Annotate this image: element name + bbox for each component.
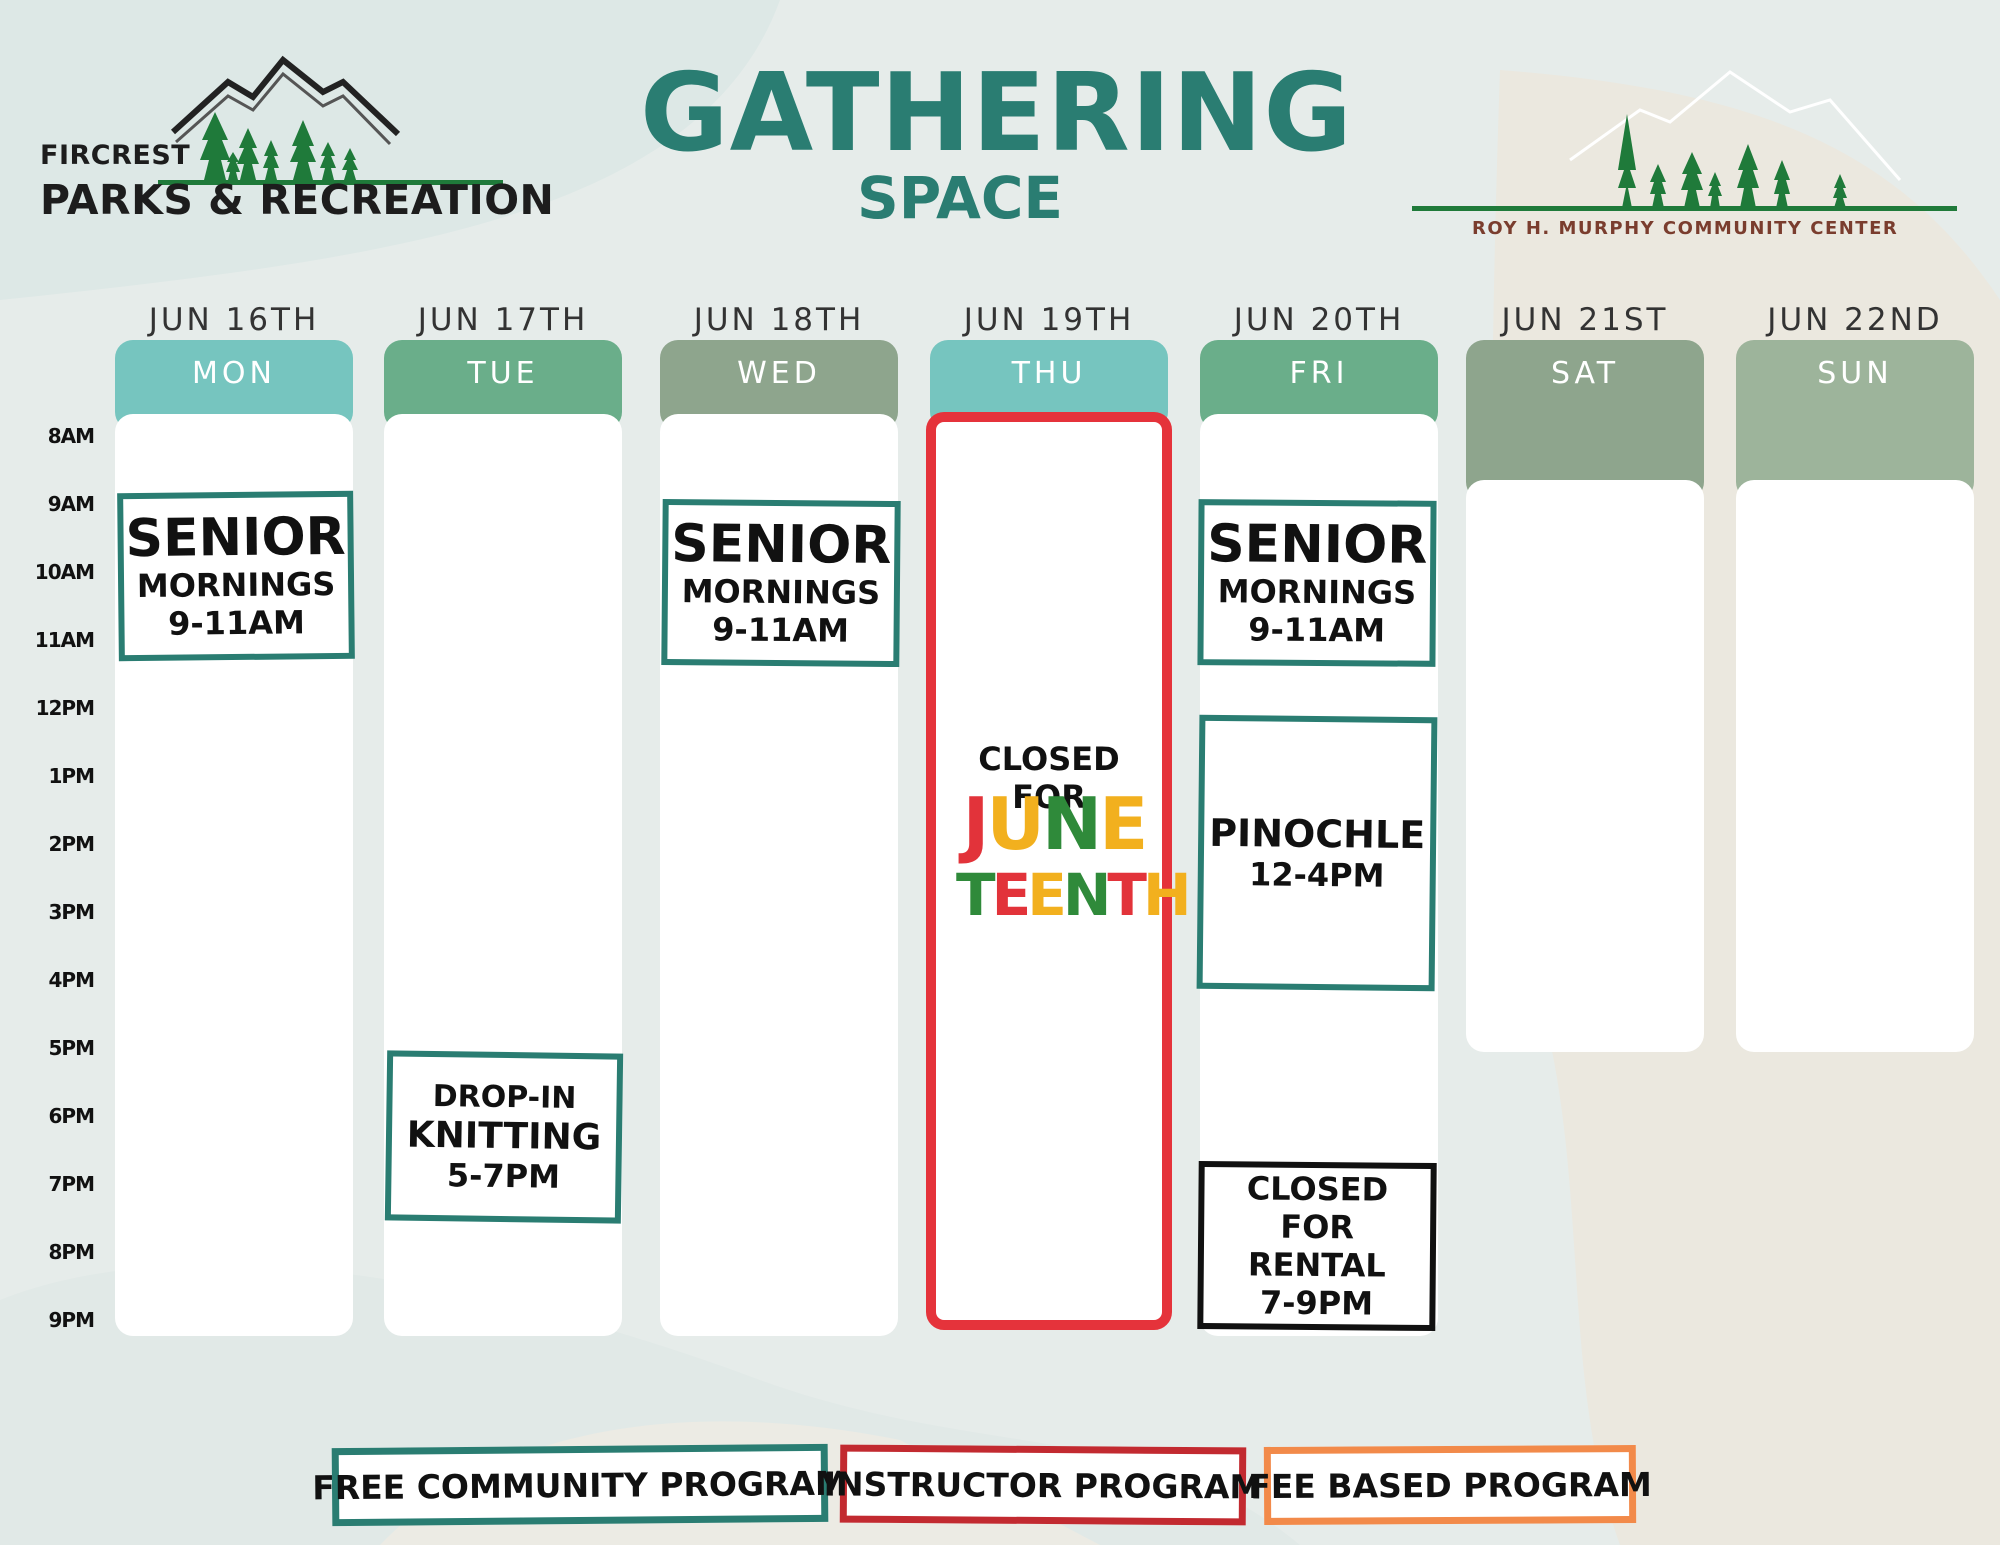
date-label-sat: JUN 21ST (1501, 302, 1669, 338)
time-label-1pm: 1PM (48, 764, 95, 788)
juneteenth-letter-e: E (1099, 782, 1148, 866)
event-time: 9-11AM (167, 603, 306, 643)
juneteenth-letter-t: T (1107, 861, 1147, 929)
juneteenth-letter-n: N (1041, 782, 1102, 866)
juneteenth-letter-j: J (962, 782, 990, 866)
mountain-trees-icon (158, 55, 503, 185)
event-time: 12-4PM (1248, 855, 1385, 895)
time-label-9pm: 9PM (48, 1308, 95, 1332)
juneteenth-letter-n: N (1062, 861, 1112, 929)
event-thu-closed-juneteenth[interactable]: CLOSED FOR JUNE TEENTH (926, 412, 1191, 1330)
title-sub: SPACE (856, 164, 1064, 232)
event-title: CLOSED FOR (1246, 1169, 1389, 1247)
day-column-sat (1466, 480, 1704, 1052)
event-subtitle: DROP-IN (432, 1079, 577, 1117)
community-center-logo: ROY H. MURPHY COMMUNITY CENTER (1410, 60, 1960, 250)
event-fri-pinochle[interactable]: PINOCHLE 12-4PM (1196, 714, 1438, 992)
date-label-fri: JUN 20TH (1233, 302, 1405, 338)
time-label-7pm: 7PM (48, 1172, 95, 1196)
event-subtitle: MORNINGS (681, 572, 881, 612)
event-subtitle: MORNINGS (1217, 572, 1417, 612)
time-label-6pm: 6PM (48, 1104, 95, 1128)
time-label-12pm: 12PM (35, 696, 95, 720)
juneteenth-logo-teenth: TEENTH (956, 861, 1191, 929)
event-title: SENIOR (671, 514, 892, 576)
juneteenth-letter-e: E (1027, 861, 1067, 929)
mountain-trees-icon (1412, 70, 1957, 211)
event-time: 5-7PM (446, 1156, 561, 1196)
date-label-wed: JUN 18TH (693, 302, 865, 338)
logo-community-center-text: ROY H. MURPHY COMMUNITY CENTER (1472, 218, 1899, 239)
time-label-8am: 8AM (47, 424, 95, 448)
event-time: 7-9PM (1259, 1283, 1374, 1323)
event-fri-senior-mornings[interactable]: SENIOR MORNINGS 9-11AM (1197, 499, 1437, 667)
day-header-sat: SAT (1466, 340, 1704, 500)
juneteenth-letter-t: T (956, 861, 996, 929)
time-label-10am: 10AM (34, 560, 95, 584)
time-label-9am: 9AM (47, 492, 95, 516)
juneteenth-logo-june: JUNE (956, 788, 1152, 860)
event-tue-drop-in-knitting[interactable]: DROP-IN KNITTING 5-7PM (384, 1050, 624, 1224)
legend-free-community-program: FREE COMMUNITY PROGRAM (312, 1443, 848, 1527)
event-title: PINOCHLE (1208, 810, 1426, 858)
event-time: 9-11AM (1248, 610, 1386, 650)
juneteenth-letter-u: U (986, 782, 1044, 866)
event-title: KNITTING (406, 1114, 602, 1159)
date-label-sun: JUN 22ND (1767, 302, 1943, 338)
time-label-2pm: 2PM (48, 832, 95, 856)
day-column-sun (1736, 480, 1974, 1052)
time-label-8pm: 8PM (48, 1240, 95, 1264)
time-label-11am: 11AM (34, 628, 95, 652)
date-label-tue: JUN 17TH (417, 302, 589, 338)
closed-for-text: CLOSED FOR (978, 740, 1120, 816)
event-wed-senior-mornings[interactable]: SENIOR MORNINGS 9-11AM (661, 498, 901, 668)
event-subtitle: MORNINGS (136, 564, 336, 606)
day-header-sun: SUN (1736, 340, 1974, 500)
juneteenth-letter-h: H (1142, 861, 1192, 929)
event-title: SENIOR (125, 506, 346, 570)
event-time: 9-11AM (712, 610, 850, 650)
legend-instructor-program: INSTRUCTOR PROGRAM (824, 1444, 1262, 1526)
time-label-3pm: 3PM (48, 900, 95, 924)
date-label-thu: JUN 19TH (963, 302, 1135, 338)
event-fri-closed-for-rental[interactable]: CLOSED FOR RENTAL 7-9PM (1197, 1160, 1437, 1332)
juneteenth-letter-e: E (991, 861, 1032, 929)
logo-parks-text: PARKS & RECREATION (40, 176, 555, 224)
date-label-mon: JUN 16TH (148, 302, 320, 338)
title-main: GATHERING (640, 51, 1354, 176)
event-title: SENIOR (1207, 514, 1428, 576)
legend-fee-based-program: FEE BASED PROGRAM (1248, 1445, 1652, 1525)
time-label-5pm: 5PM (48, 1036, 95, 1060)
page-title: GATHERING SPACE (640, 51, 1354, 232)
time-label-4pm: 4PM (48, 968, 95, 992)
logo-fircrest-text: FIRCREST (40, 140, 191, 171)
event-subtitle: RENTAL (1247, 1245, 1386, 1285)
fircrest-logo: FIRCREST PARKS & RECREATION (38, 52, 554, 242)
event-mon-senior-mornings[interactable]: SENIOR MORNINGS 9-11AM (117, 490, 355, 662)
